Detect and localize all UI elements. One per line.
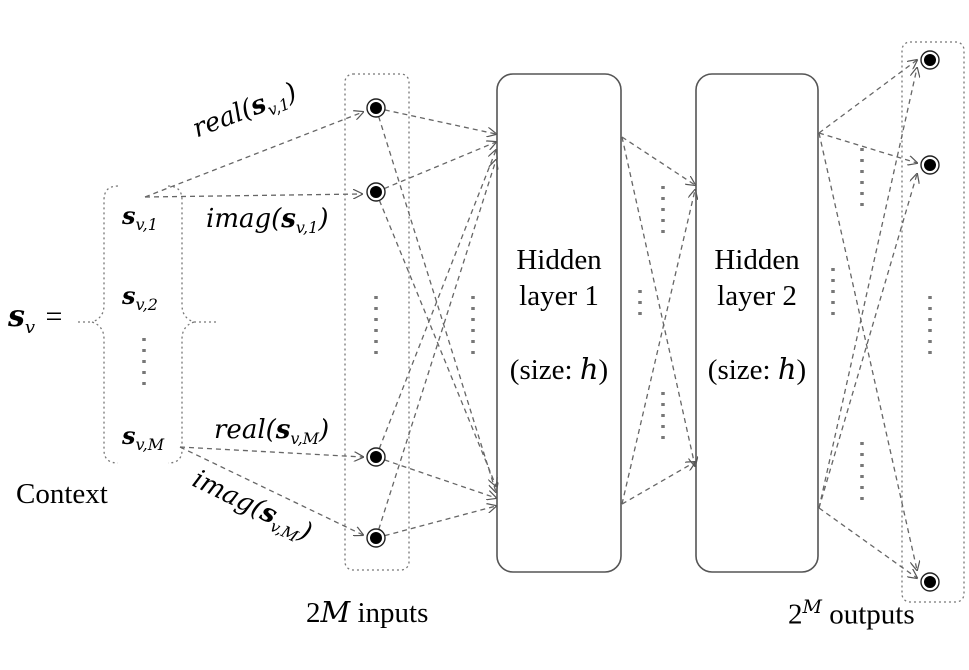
edge-h2-out3-top — [818, 132, 917, 570]
edge-in3-h1-top — [375, 150, 496, 458]
edge-h1-h2-b — [621, 136, 695, 466]
edge-in3-h1-bot — [375, 456, 496, 498]
edge-h2-out3-bot — [818, 507, 917, 578]
hidden2-to-output-edges — [818, 60, 917, 578]
hidden-layer-2-size: (size: h) — [707, 351, 807, 386]
context-entry-2: sv,2 — [122, 281, 158, 314]
hidden-layer-2-line2: layer 2 — [717, 280, 797, 313]
hidden-layer-1-size: (size: h) — [509, 351, 609, 386]
edge-h2-out1-top — [818, 60, 917, 134]
hidden-layer-1-line1: Hidden — [516, 244, 602, 276]
inputs-count-label: 2M inputs — [306, 595, 429, 629]
sv-equals-label: sv = — [8, 299, 63, 338]
edge-h2-out2-top — [818, 132, 917, 163]
edge-in1-h1-bot — [375, 107, 496, 492]
output-nodes — [920, 50, 940, 592]
edge-h1-h2-c — [621, 190, 695, 505]
edge-in1-h1-top — [375, 107, 496, 134]
hidden-layer-1-label: Hidden layer 1 (size: h) — [497, 242, 621, 388]
edge-imag-svM — [179, 446, 363, 535]
edge-in2-h1-top — [375, 142, 496, 193]
context-entry-M: sv,M — [122, 421, 165, 454]
input-nodes — [366, 98, 386, 548]
edge-h2-out2-bot — [818, 174, 917, 509]
edge-label-real-svM: real(sv,M) — [214, 415, 330, 449]
edge-in4-h1-top — [375, 160, 496, 539]
hidden-layer-2-line1: Hidden — [714, 244, 800, 276]
context-to-input-edges — [144, 112, 363, 535]
context-brace — [89, 185, 197, 464]
edge-in2-h1-bot — [375, 191, 496, 486]
hidden1-to-hidden2-edges — [621, 136, 695, 505]
edge-in4-h1-bot — [375, 506, 496, 539]
edge-label-imag-sv1: imag(sv,1) — [206, 204, 329, 238]
hidden-layer-1-box — [496, 73, 622, 573]
hidden-layer-1-line2: layer 1 — [519, 280, 599, 313]
context-label: Context — [16, 478, 108, 510]
outputs-count-label: 2M outputs — [788, 596, 915, 631]
edge-h1-h2-a — [621, 136, 695, 185]
hidden-layer-2-label: Hidden layer 2 (size: h) — [696, 242, 818, 388]
input-group-box — [344, 73, 410, 571]
output-group-box — [901, 41, 965, 603]
edge-h2-out1-bot — [818, 68, 917, 509]
edge-imag-sv1 — [144, 194, 362, 197]
edge-real-sv1 — [144, 112, 363, 198]
edge-real-svM — [179, 446, 363, 457]
input-to-hidden1-edges — [375, 107, 496, 539]
hidden-layer-2-box — [695, 73, 819, 573]
edge-h1-h2-d — [621, 462, 695, 505]
context-entry-1: sv,1 — [122, 201, 158, 234]
ellipsis-dots — [142, 148, 932, 500]
